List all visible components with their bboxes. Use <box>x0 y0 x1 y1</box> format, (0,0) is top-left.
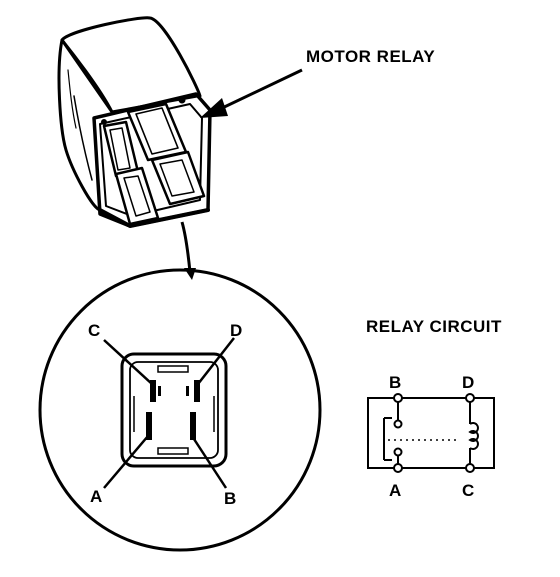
circuit-node-b <box>393 393 403 403</box>
detail-circle <box>38 268 322 552</box>
terminal-detail-view: C D A B <box>38 268 322 552</box>
circuit-node-c <box>465 463 475 473</box>
relay-body <box>57 16 212 228</box>
relay-top-face <box>60 16 202 114</box>
circuit-label-b: B <box>389 373 401 392</box>
pin-b <box>190 412 196 440</box>
motor-relay-arrow <box>200 68 303 118</box>
relay-terminals <box>102 102 206 226</box>
circuit-label-a: A <box>389 481 401 500</box>
terminal-pins <box>146 380 200 440</box>
detail-callout-line <box>180 221 192 273</box>
circuit-label-d: D <box>462 373 474 392</box>
pin-a <box>146 412 152 440</box>
circuit-node-a <box>393 463 403 473</box>
detail-label-d: D <box>230 321 242 340</box>
detail-label-a: A <box>90 487 102 506</box>
detail-label-c: C <box>88 321 100 340</box>
switch-contacts <box>383 402 403 464</box>
detail-label-b: B <box>224 489 236 508</box>
pin-c <box>150 380 156 402</box>
relay-circuit-schematic <box>367 393 495 473</box>
circuit-node-d <box>465 393 475 403</box>
relay-circuit-title: RELAY CIRCUIT <box>366 317 502 336</box>
motor-relay-label: MOTOR RELAY <box>306 47 435 66</box>
pin-d <box>194 380 200 402</box>
relay-coil <box>468 402 479 464</box>
circuit-label-c: C <box>462 481 474 500</box>
